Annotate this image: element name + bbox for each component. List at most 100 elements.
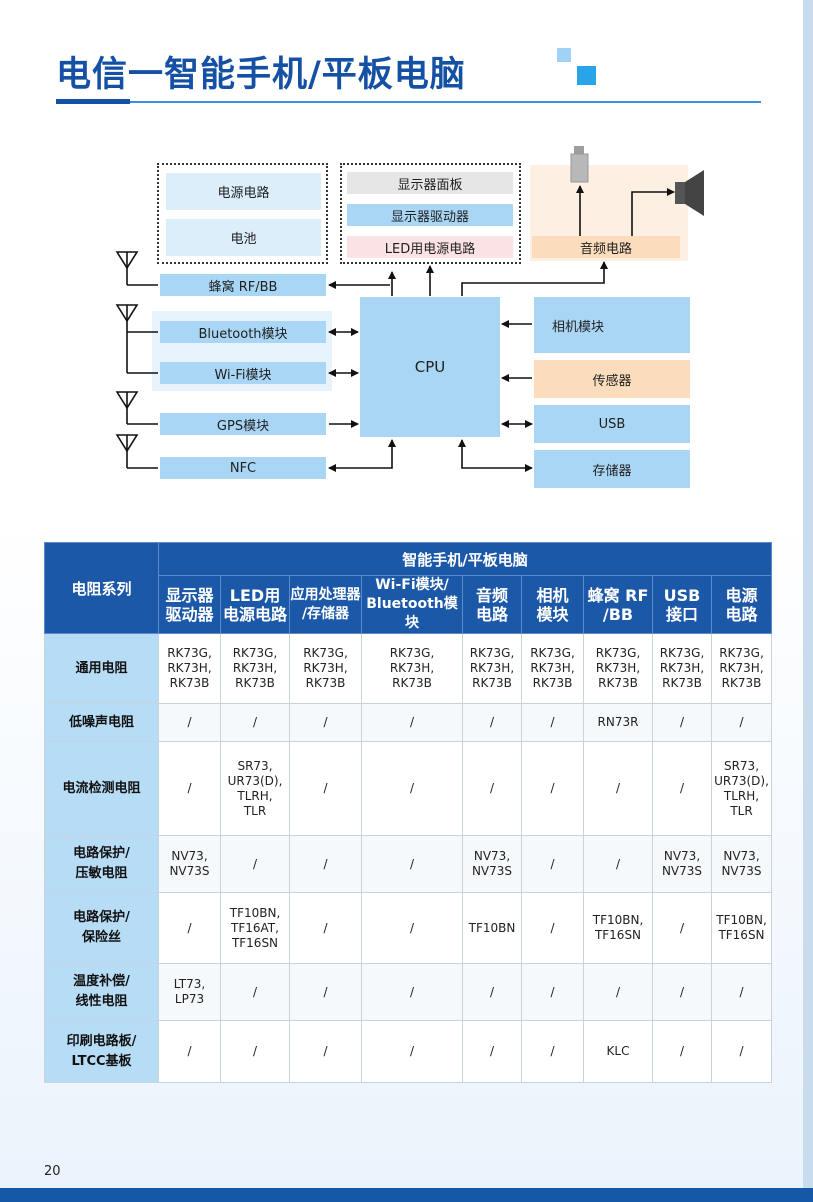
display-panel-block: 显示器面板 xyxy=(347,172,513,194)
table-cell: LT73, LP73 xyxy=(158,963,221,1021)
table-cell: / xyxy=(652,963,712,1021)
table-cell: / xyxy=(289,741,362,836)
table-cell: / xyxy=(462,963,522,1021)
table-cell: / xyxy=(361,741,463,836)
page-title: 电信一智能手机/平板电脑 xyxy=(56,55,466,95)
column-header: 应用处理器 /存储器 xyxy=(289,575,362,634)
camera-block: 相机模块 xyxy=(534,297,690,353)
table-cell: / xyxy=(583,963,653,1021)
table-cell: / xyxy=(521,892,584,964)
table-cell: / xyxy=(289,835,362,893)
row-header: 印刷电路板/ LTCC基板 xyxy=(44,1020,159,1083)
bluetooth-block: Bluetooth模块 xyxy=(160,321,326,343)
table-cell: NV73, NV73S xyxy=(711,835,772,893)
group-header: 智能手机/平板电脑 xyxy=(158,542,772,576)
table-cell: / xyxy=(220,1020,290,1083)
table-cell: / xyxy=(289,963,362,1021)
table-cell: / xyxy=(361,703,463,742)
storage-block: 存储器 xyxy=(534,450,690,488)
table-cell: RK73G, RK73H, RK73B xyxy=(220,633,290,704)
table-cell: / xyxy=(711,1020,772,1083)
table-cell: / xyxy=(583,835,653,893)
decor-square-dark xyxy=(577,66,596,85)
table-cell: TF10BN, TF16AT, TF16SN xyxy=(220,892,290,964)
antenna-icon xyxy=(115,251,158,286)
table-cell: / xyxy=(652,741,712,836)
row-header: 电路保护/ 压敏电阻 xyxy=(44,835,159,893)
table-cell: / xyxy=(711,703,772,742)
table-cell: / xyxy=(462,741,522,836)
table-cell: NV73, NV73S xyxy=(652,835,712,893)
row-header: 低噪声电阻 xyxy=(44,703,159,742)
display-group xyxy=(340,163,521,264)
table-cell: / xyxy=(361,835,463,893)
table-cell: RK73G, RK73H, RK73B xyxy=(158,633,221,704)
table-row: 印刷电路板/ LTCC基板//////KLC// xyxy=(44,1020,772,1083)
table-cell: SR73, UR73(D), TLRH, TLR xyxy=(220,741,290,836)
camera-block-label: 相机模块 xyxy=(552,319,605,335)
display-driver-block: 显示器驱动器 xyxy=(347,204,513,226)
table-cell: / xyxy=(521,963,584,1021)
microphone-icon xyxy=(570,146,589,183)
table-cell: TF10BN, TF16SN xyxy=(583,892,653,964)
table-row: 电流检测电阻/SR73, UR73(D), TLRH, TLR//////SR7… xyxy=(44,741,772,836)
wifi-block: Wi-Fi模块 xyxy=(160,362,326,384)
right-edge-strip xyxy=(803,0,813,1202)
battery-block: 电池 xyxy=(166,219,321,256)
table-cell: TF10BN, TF16SN xyxy=(711,892,772,964)
antenna-icon xyxy=(115,391,158,425)
row-header: 温度补偿/ 线性电阻 xyxy=(44,963,159,1021)
sensor-block: 传感器 xyxy=(534,360,690,398)
table-cell: / xyxy=(652,703,712,742)
nfc-block: NFC xyxy=(160,457,326,479)
table-cell: / xyxy=(220,963,290,1021)
row-header: 电路保护/ 保险丝 xyxy=(44,892,159,964)
power-group xyxy=(157,163,328,264)
table-cell: / xyxy=(462,1020,522,1083)
row-header: 电流检测电阻 xyxy=(44,741,159,836)
table-cell: / xyxy=(289,703,362,742)
table-cell: SR73, UR73(D), TLRH, TLR xyxy=(711,741,772,836)
speaker-icon xyxy=(675,170,704,216)
decor-square-light xyxy=(557,48,571,62)
column-header: Wi-Fi模块/ Bluetooth模块 xyxy=(361,575,463,634)
table-cell: RK73G, RK73H, RK73B xyxy=(361,633,463,704)
table-cell: / xyxy=(361,1020,463,1083)
table-cell: / xyxy=(289,1020,362,1083)
table-cell: / xyxy=(521,835,584,893)
table-cell: / xyxy=(220,703,290,742)
table-cell: / xyxy=(521,1020,584,1083)
table-cell: / xyxy=(289,892,362,964)
title-underline xyxy=(56,101,761,103)
table-cell: / xyxy=(652,1020,712,1083)
table-cell: RK73G, RK73H, RK73B xyxy=(583,633,653,704)
antenna-icon xyxy=(115,304,158,374)
table-cell: / xyxy=(158,892,221,964)
table-cell: / xyxy=(521,741,584,836)
table-row: 电路保护/ 保险丝/TF10BN, TF16AT, TF16SN//TF10BN… xyxy=(44,892,772,964)
bottom-bar xyxy=(0,1188,813,1202)
table-cell: / xyxy=(652,892,712,964)
audio-circuit-block: 音频电路 xyxy=(532,236,680,258)
table-cell: RK73G, RK73H, RK73B xyxy=(521,633,584,704)
table-cell: RK73G, RK73H, RK73B xyxy=(711,633,772,704)
column-header: USB 接口 xyxy=(652,575,712,634)
table-cell: RK73G, RK73H, RK73B xyxy=(289,633,362,704)
column-header: LED用 电源电路 xyxy=(220,575,290,634)
table-cell: RK73G, RK73H, RK73B xyxy=(462,633,522,704)
table-cell: / xyxy=(158,1020,221,1083)
title-underline-accent xyxy=(56,99,130,104)
table-cell: / xyxy=(361,963,463,1021)
block-diagram: 电源电路 电池 显示器面板 显示器驱动器 LED用电源电路 音频电路 蜂窝 RF… xyxy=(0,0,813,520)
column-header: 相机 模块 xyxy=(521,575,584,634)
cpu-block: CPU xyxy=(360,297,500,437)
table-cell: / xyxy=(711,963,772,1021)
table-cell: / xyxy=(158,703,221,742)
table-cell: TF10BN xyxy=(462,892,522,964)
led-power-block: LED用电源电路 xyxy=(347,236,513,258)
gps-block: GPS模块 xyxy=(160,413,326,435)
column-header: 蜂窝 RF /BB xyxy=(583,575,653,634)
